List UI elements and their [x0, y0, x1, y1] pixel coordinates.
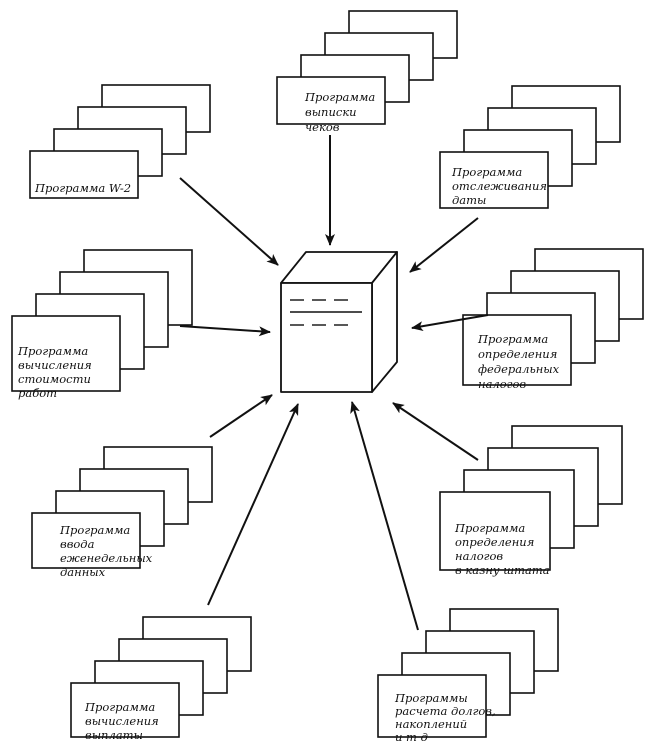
program-card-front — [29, 150, 139, 199]
program-label-line: выписки — [305, 105, 357, 119]
program-label-line: стоимости — [18, 372, 91, 386]
arrow-debts — [350, 401, 419, 631]
program-label-line: федеральных — [478, 362, 560, 376]
program-label-line: еженедельных — [60, 551, 153, 565]
arrow-weekly — [209, 394, 273, 438]
program-label-line: вычисления — [85, 714, 159, 728]
program-stack-w2: Программа W-2 — [29, 84, 211, 199]
program-card-front — [276, 76, 386, 125]
program-label-line: отслеживания — [452, 179, 547, 193]
program-label-line: определения — [478, 347, 557, 361]
program-card-front — [70, 682, 180, 738]
program-label-line: Программы — [394, 691, 468, 705]
program-label-line: Программа — [477, 332, 548, 346]
program-label-line: Программа W-2 — [34, 181, 131, 195]
program-label-line: накоплений — [395, 717, 467, 731]
program-label-line: Программа — [304, 90, 375, 104]
program-label-line: Программа — [59, 523, 130, 537]
program-label-line: налогов — [478, 377, 526, 391]
program-card-front — [31, 512, 141, 569]
program-label-line: данных — [60, 565, 106, 579]
arrow-w2 — [179, 177, 279, 266]
arrow-date — [409, 217, 479, 273]
program-label-line: и т д — [395, 730, 428, 744]
program-label-line: чеков — [305, 120, 340, 134]
program-card-front — [462, 314, 572, 386]
program-label-line: в казну штата — [455, 563, 550, 577]
arrow-payouts — [207, 403, 299, 606]
arrow-cost — [179, 325, 271, 337]
program-label-line: Программа — [451, 165, 522, 179]
program-label-line: ввода — [60, 537, 95, 551]
program-label-line: Программа — [17, 344, 88, 358]
program-card-front — [439, 151, 549, 209]
program-card-front — [11, 315, 121, 392]
program-label-line: определения — [455, 535, 534, 549]
arrow-federal — [411, 314, 489, 332]
program-card-front — [377, 674, 487, 738]
arrows — [179, 135, 489, 631]
program-label-line: расчета долгов, — [395, 704, 496, 718]
program-label-line: вычисления — [18, 358, 92, 372]
central-database-cube — [280, 251, 398, 393]
program-label-line: Программа — [454, 521, 525, 535]
program-label-line: выплаты — [85, 728, 143, 742]
program-label-line: работ — [18, 386, 57, 400]
program-label-line: налогов — [455, 549, 503, 563]
program-label-line: Программа — [84, 700, 155, 714]
arrow-state — [392, 402, 479, 461]
program-label-line: даты — [452, 193, 486, 207]
program-card-front — [439, 491, 551, 571]
